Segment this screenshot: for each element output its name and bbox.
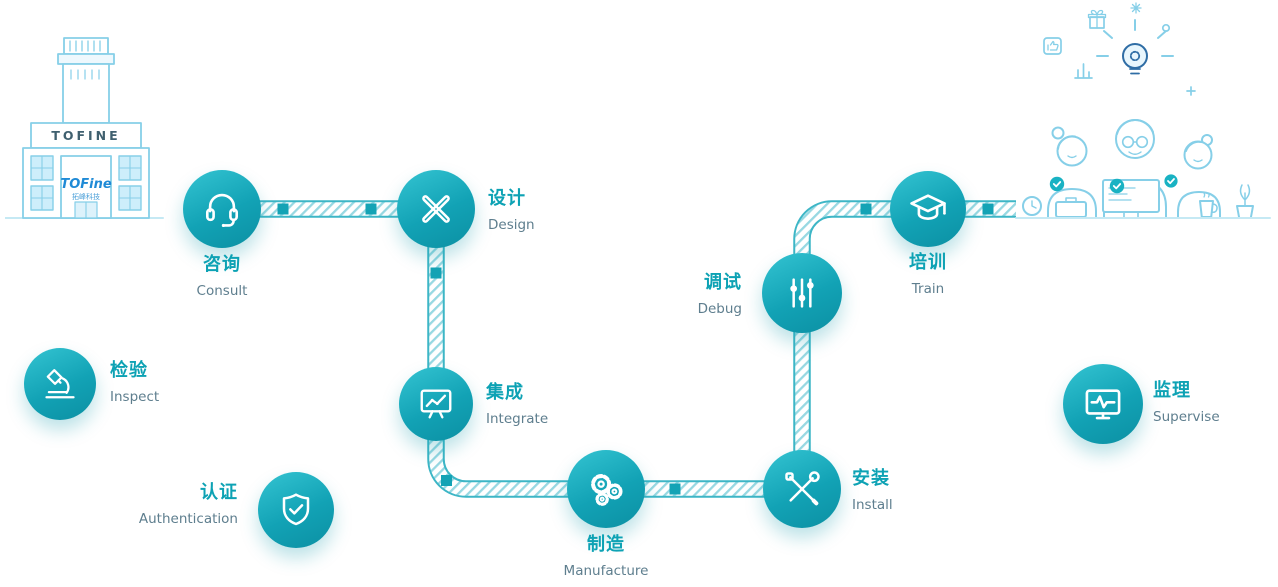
extra-inspect-en: Inspect xyxy=(110,389,160,405)
step-manufacture-cn: 制造 xyxy=(587,534,625,555)
road-border xyxy=(222,200,1016,498)
step-debug-circle xyxy=(762,253,842,333)
building-logo-text: TOFine xyxy=(60,177,112,192)
step-train-circle xyxy=(890,171,966,247)
thumbs-up-icon xyxy=(1043,37,1062,55)
bar-chart-icon xyxy=(1074,63,1093,79)
step-design-en: Design xyxy=(488,217,535,233)
lightbulb-rays-icon xyxy=(1096,19,1174,57)
dot-circle-icon xyxy=(1161,23,1171,33)
extra-authentication-cn: 认证 xyxy=(200,482,238,503)
step-integrate-circle xyxy=(399,367,473,441)
graduation-cap-icon xyxy=(910,194,946,220)
company-building-illustration: TOFINE TOFine 拓峰科技 xyxy=(5,37,164,219)
extra-inspect-circle xyxy=(24,348,96,420)
team-member-right xyxy=(1177,134,1221,219)
step-install-cn: 安装 xyxy=(852,468,890,489)
step-consult-label: 咨询 Consult xyxy=(152,254,292,299)
step-manufacture-label: 制造 Manufacture xyxy=(536,534,676,579)
road-surface xyxy=(222,202,1016,496)
pencil-ruler-icon xyxy=(422,195,450,223)
step-manufacture-circle xyxy=(567,450,645,528)
step-debug-en: Debug xyxy=(697,301,742,317)
monitor-chart-icon xyxy=(420,389,452,419)
step-train-label: 培训 Train xyxy=(868,252,988,297)
step-design-cn: 设计 xyxy=(488,188,526,209)
gift-icon xyxy=(1087,9,1107,29)
step-consult-circle xyxy=(183,170,261,248)
step-integrate-label: 集成 Integrate xyxy=(486,382,616,427)
step-integrate-cn: 集成 xyxy=(486,382,524,403)
plant-icon xyxy=(1236,184,1254,219)
step-train-en: Train xyxy=(911,281,945,297)
step-train-cn: 培训 xyxy=(909,252,947,273)
step-consult-en: Consult xyxy=(196,283,248,299)
team-illustration xyxy=(1015,2,1271,219)
idea-lightbulb-icon xyxy=(1122,43,1148,75)
step-install-circle xyxy=(763,450,841,528)
extra-supervise-en: Supervise xyxy=(1153,409,1220,425)
extra-supervise-circle xyxy=(1063,364,1143,444)
road-markers xyxy=(277,203,994,495)
crossed-tools-icon xyxy=(785,471,820,506)
sliders-icon xyxy=(790,278,814,308)
extra-authentication-en: Authentication xyxy=(138,511,238,527)
clock-icon xyxy=(1022,196,1042,216)
step-debug-cn: 调试 xyxy=(704,272,742,293)
briefcase-icon xyxy=(1055,197,1087,218)
step-debug-label: 调试 Debug xyxy=(602,272,742,317)
gears-icon xyxy=(591,474,623,506)
step-manufacture-en: Manufacture xyxy=(563,563,649,579)
step-install-en: Install xyxy=(852,497,893,513)
building-logo-subtext: 拓峰科技 xyxy=(72,192,100,201)
microscope-icon xyxy=(45,369,75,399)
sparkle-icon xyxy=(1130,2,1142,14)
step-design-circle xyxy=(397,170,475,248)
extra-authentication-label: 认证 Authentication xyxy=(98,482,238,527)
plus-icon xyxy=(1186,86,1196,96)
headset-icon xyxy=(205,193,239,228)
extra-inspect-label: 检验 Inspect xyxy=(110,360,240,405)
building-sign-text: TOFINE xyxy=(51,128,120,143)
shield-check-icon xyxy=(282,493,310,526)
step-design-label: 设计 Design xyxy=(488,188,618,233)
monitor-pulse-icon xyxy=(1085,389,1121,420)
step-integrate-en: Integrate xyxy=(486,411,549,427)
extra-inspect-cn: 检验 xyxy=(110,360,148,381)
step-install-label: 安装 Install xyxy=(852,468,972,513)
check-badges xyxy=(1049,174,1178,194)
extra-authentication-circle xyxy=(258,472,334,548)
extra-supervise-label: 监理 Supervise xyxy=(1153,380,1273,425)
step-consult-cn: 咨询 xyxy=(203,254,241,275)
extra-supervise-cn: 监理 xyxy=(1153,380,1191,401)
